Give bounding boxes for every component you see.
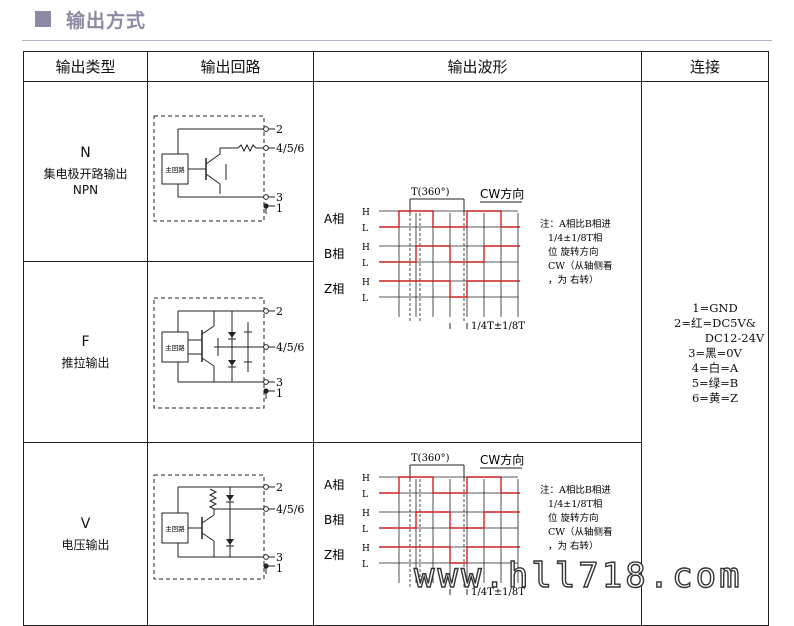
npn-circuit-diagram: 主回路 bbox=[153, 115, 304, 222]
level-low-label: L bbox=[362, 525, 368, 535]
direction-label: CW方向 bbox=[480, 452, 524, 467]
type-name: 集电极开路输出 bbox=[43, 167, 128, 181]
direction-label: CW方向 bbox=[480, 186, 524, 201]
waveform-note-line: CW（从轴侧看 bbox=[548, 526, 613, 538]
level-high-label: H bbox=[362, 278, 370, 288]
connection-line: DC12-24V bbox=[704, 331, 765, 345]
table-row: F 推拉输出 主回路 bbox=[23, 261, 769, 443]
waveform-note-line: 注：A相比B相进 bbox=[540, 218, 611, 230]
pin-2-label: 2 bbox=[276, 123, 283, 136]
phase-z-label: Z相 bbox=[324, 548, 344, 562]
pin-1-label: 1 bbox=[276, 202, 283, 215]
main-circuit-label: 主回路 bbox=[165, 524, 185, 533]
pin-456-label: 4/5/6 bbox=[276, 142, 304, 155]
header-output-type: 输出类型 bbox=[23, 51, 148, 82]
connection-line: 3=黑=0V bbox=[688, 346, 742, 360]
level-high-label: H bbox=[362, 544, 370, 554]
type-subname: NPN bbox=[72, 183, 99, 197]
section-marker-icon bbox=[35, 11, 51, 27]
level-high-label: H bbox=[362, 243, 370, 253]
level-low-label: L bbox=[362, 259, 368, 269]
level-low-label: L bbox=[362, 490, 368, 500]
waveform-note-line: ，为 右转） bbox=[548, 540, 599, 552]
phase-a-label: A相 bbox=[324, 212, 344, 226]
level-low-label: L bbox=[362, 294, 368, 304]
voltage-circuit-diagram: 主回路 bbox=[153, 474, 304, 580]
type-name: 电压输出 bbox=[61, 537, 110, 552]
header-output-waveform: 输出波形 bbox=[313, 51, 642, 82]
main-circuit-label: 主回路 bbox=[165, 343, 185, 352]
level-high-label: H bbox=[362, 208, 370, 218]
waveform-note-line: 1/4±1/8T相 bbox=[548, 498, 602, 510]
z-width-label: 1/4T±1/8T bbox=[471, 321, 525, 332]
pin-1-label: 1 bbox=[276, 387, 283, 400]
phase-b-label: B相 bbox=[324, 513, 344, 527]
waveform-note-line: ，为 右转） bbox=[548, 274, 599, 286]
connection-line: 6=黄=Z bbox=[691, 391, 739, 405]
level-low-label: L bbox=[362, 560, 368, 570]
pin-3-label: 3 bbox=[276, 376, 283, 389]
table-header-row: 输出类型 输出回路 输出波形 连接 bbox=[23, 51, 769, 82]
waveform-note-line: 位 旋转方向 bbox=[548, 512, 599, 524]
header-output-circuit: 输出回路 bbox=[147, 51, 314, 82]
pin-1-label: 1 bbox=[276, 562, 283, 575]
phase-b-label: B相 bbox=[324, 247, 344, 261]
main-circuit-label: 主回路 bbox=[165, 165, 185, 174]
pin-2-label: 2 bbox=[276, 305, 283, 318]
pin-456-label: 4/5/6 bbox=[276, 341, 304, 354]
header-connection: 连接 bbox=[641, 51, 769, 82]
circuit-cell-npn: 主回路 bbox=[147, 81, 314, 262]
circuit-cell-pushpull: 主回路 bbox=[147, 261, 314, 443]
signal-trace bbox=[379, 546, 520, 564]
signal-trace bbox=[379, 511, 520, 529]
pin-3-label: 3 bbox=[276, 191, 283, 204]
level-high-label: H bbox=[362, 509, 370, 519]
section-title: 输出方式 bbox=[66, 10, 147, 32]
type-cell-npn: N 集电极开路输出 NPN bbox=[23, 81, 148, 262]
type-code: N bbox=[80, 145, 91, 161]
type-cell-pushpull: F 推拉输出 bbox=[23, 261, 148, 443]
connection-line: 5=绿=B bbox=[691, 376, 739, 390]
signal-trace bbox=[379, 476, 520, 494]
type-name: 推拉输出 bbox=[61, 355, 110, 370]
waveform-note-line: 注：A相比B相进 bbox=[540, 484, 611, 496]
table-row: N 集电极开路输出 NPN 主回路 bbox=[23, 81, 769, 626]
waveform-note-line: 1/4±1/8T相 bbox=[548, 232, 602, 244]
pin-2-label: 2 bbox=[276, 481, 283, 494]
output-spec-table: 输出类型 输出回路 输出波形 连接 N 集电极开路输出 NPN 主回路 bbox=[23, 51, 769, 626]
section-header: 输出方式 bbox=[0, 0, 794, 44]
connection-line: 2=红=DC5V& bbox=[674, 316, 756, 330]
pin-456-label: 4/5/6 bbox=[276, 503, 304, 516]
type-cell-voltage: V 电压输出 bbox=[23, 442, 148, 626]
header-divider bbox=[22, 40, 772, 41]
pin-3-label: 3 bbox=[276, 551, 283, 564]
connection-line: 4=白=A bbox=[691, 361, 739, 375]
signal-trace bbox=[379, 279, 520, 298]
period-label: T(360°) bbox=[411, 453, 450, 464]
circuit-cell-voltage: 主回路 bbox=[147, 442, 314, 626]
phase-z-label: Z相 bbox=[324, 282, 344, 296]
signal-trace bbox=[379, 209, 520, 228]
waveform-note-line: CW（从轴侧看 bbox=[548, 260, 613, 272]
phase-a-label: A相 bbox=[324, 478, 344, 492]
connection-line: 1=GND bbox=[692, 301, 738, 315]
period-label: T(360°) bbox=[411, 187, 450, 198]
connection-cell: 1=GND 2=红=DC5V& DC12-24V 3=黑=0V 4=白=A 5=… bbox=[641, 81, 769, 626]
watermark: www.hll718.com bbox=[413, 555, 743, 596]
type-code: F bbox=[81, 333, 90, 350]
level-low-label: L bbox=[362, 224, 368, 234]
pushpull-circuit-diagram: 主回路 bbox=[153, 297, 304, 409]
type-code: V bbox=[80, 515, 91, 532]
level-high-label: H bbox=[362, 474, 370, 484]
signal-trace bbox=[379, 244, 520, 263]
z-width-label: 1/4T±1/8T bbox=[471, 587, 525, 598]
waveform-note-line: 位 旋转方向 bbox=[548, 246, 599, 258]
